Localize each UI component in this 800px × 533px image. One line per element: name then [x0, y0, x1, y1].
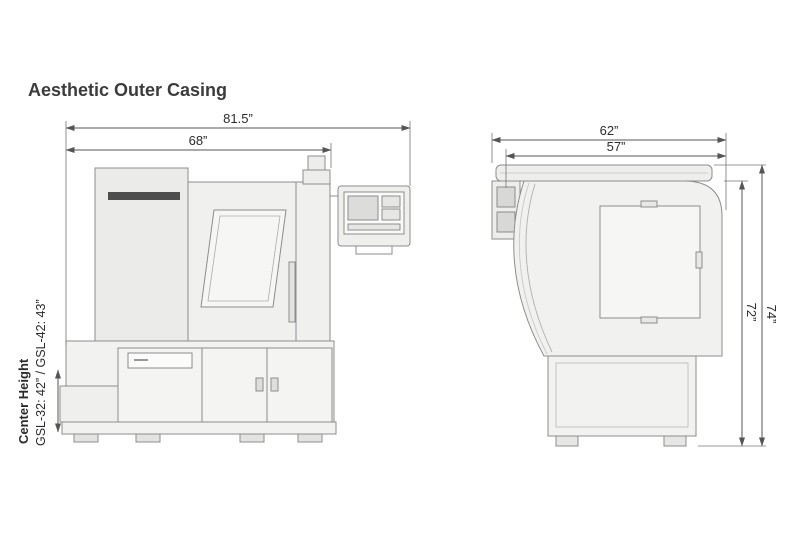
side-lower-cabinet — [547, 355, 697, 437]
side-view-dimensions: 62” 57” 72” 74” — [491, 123, 779, 447]
dim-label-62: 62” — [600, 123, 619, 138]
front-tower-slot — [108, 192, 180, 200]
dim-side-overall-height: 74” — [759, 164, 779, 447]
dim-label-72: 72” — [744, 303, 759, 322]
front-doors — [201, 347, 333, 423]
front-drawer-unit — [117, 347, 203, 423]
dim-front-body-width: 68” — [65, 133, 332, 153]
side-window — [599, 200, 703, 324]
dim-center-height: Center Height GSL-32: 42” / GSL-42: 43” — [16, 299, 61, 446]
page-title: Aesthetic Outer Casing — [28, 80, 227, 100]
center-height-label: Center Height — [16, 358, 31, 444]
side-front-curve-outer — [518, 182, 548, 355]
side-feet — [555, 435, 687, 447]
pendant-screen — [347, 195, 379, 221]
front-top-stack — [302, 155, 331, 185]
dim-front-overall-width: 81.5” — [65, 111, 411, 131]
dim-side-overall-depth: 62” — [491, 123, 727, 143]
dim-label-68: 68” — [189, 133, 208, 148]
front-feet — [73, 433, 323, 443]
dim-side-body-height: 72” — [739, 180, 759, 447]
front-view-drawing — [59, 155, 411, 443]
front-view-dimensions: 81.5” 68” Center Height GSL-32: 42” / GS… — [16, 111, 411, 446]
side-front-curve-inner — [525, 183, 553, 353]
front-window — [200, 209, 287, 308]
pendant-bracket — [355, 246, 393, 255]
dim-label-57: 57” — [607, 139, 626, 154]
dim-side-body-depth: 57” — [505, 139, 727, 159]
side-top-arm — [495, 164, 713, 182]
front-control-pendant — [330, 185, 411, 255]
front-base-platform — [61, 421, 337, 435]
center-height-values: GSL-32: 42” / GSL-42: 43” — [34, 299, 48, 446]
dim-label-81-5: 81.5” — [223, 111, 253, 126]
dim-label-74: 74” — [764, 305, 779, 324]
front-door-handle — [288, 261, 296, 323]
front-left-box — [59, 385, 119, 423]
side-view-drawing — [491, 164, 723, 447]
